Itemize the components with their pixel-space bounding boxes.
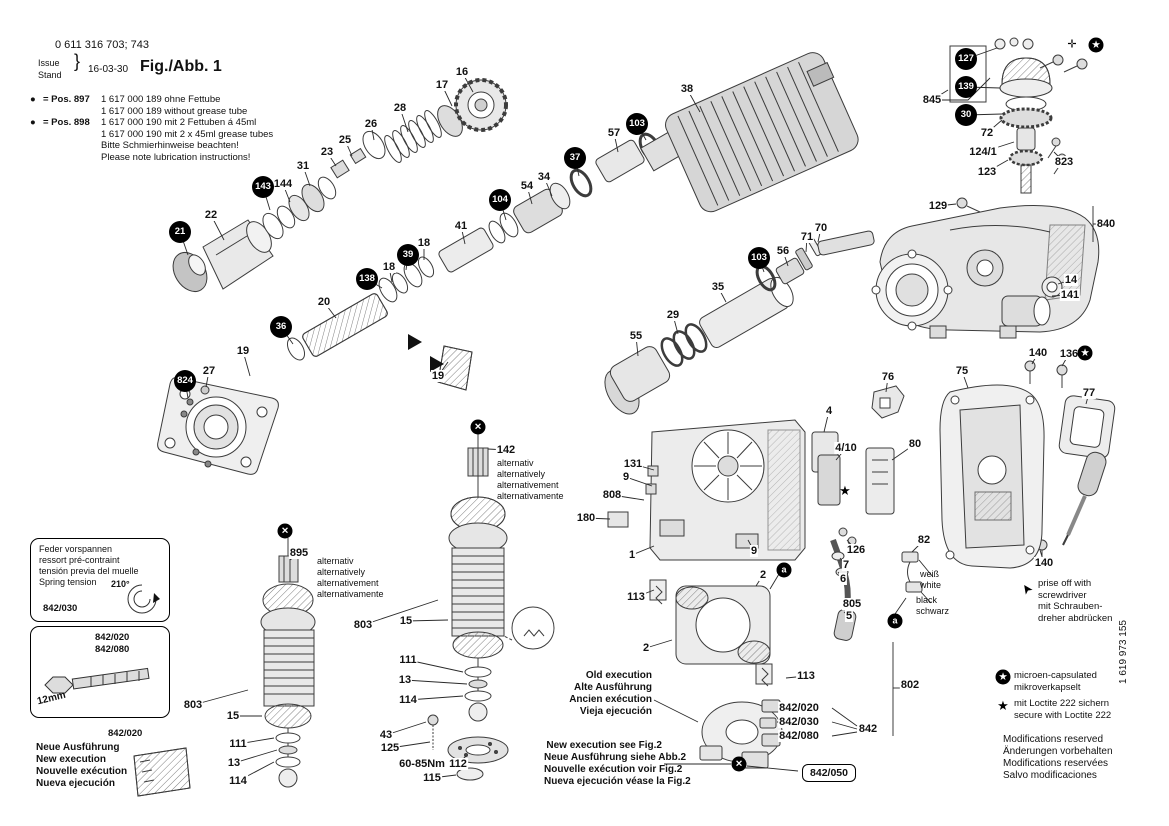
spring-note-es: tensión previa del muelle xyxy=(39,566,139,576)
tool-holder-group xyxy=(437,78,508,137)
spring-angle: 210° xyxy=(111,579,130,589)
lubrication-note-de: Bitte Schmierhinweise beachten! xyxy=(101,140,239,151)
new-execution-fig2-note: New execution see Fig.2 Neue Ausführung … xyxy=(544,740,691,787)
motor-housing-38-group xyxy=(640,52,859,213)
spring-box-ref: 842/030 xyxy=(43,603,78,614)
screwdriver-group xyxy=(1062,451,1107,546)
bolt-drawing xyxy=(44,667,150,694)
alternative-note-142: alternativ alternatively alternativement… xyxy=(497,458,564,501)
spring-note-fr: ressort pré-contraint xyxy=(39,555,120,565)
position-legend: ● = Pos. 897 1 617 000 189 ohne Fettube 1 … xyxy=(30,94,273,163)
pos-897-label: = Pos. 897 xyxy=(43,94,90,105)
pos-897-de: 1 617 000 189 ohne Fettube xyxy=(101,94,221,105)
cylinder-41-group xyxy=(438,132,662,273)
switch-parts-group xyxy=(811,431,895,546)
armature-895-group xyxy=(260,538,316,788)
modifications-note: Modifications reserved Änderungen vorbeh… xyxy=(1003,734,1113,781)
old-execution-note: Old execution Alte Ausführung Ancien exé… xyxy=(569,670,652,717)
pos-898-bullet-icon: ● xyxy=(30,117,36,128)
spring-note-de: Feder vorspannen xyxy=(39,544,113,554)
pos-898-de: 1 617 000 190 mit 2 Fettuben á 45ml xyxy=(101,117,257,128)
pos-897-bullet-icon: ● xyxy=(30,94,36,105)
side-plate-77-group xyxy=(1058,395,1116,459)
spring-28-group xyxy=(384,110,442,163)
wire-label-white: weiß white xyxy=(920,569,942,590)
order-number: 0 611 316 703; 743 xyxy=(55,39,149,51)
striker-20-group xyxy=(286,256,435,361)
hammer-tube-group xyxy=(604,230,875,415)
bracket-lines xyxy=(653,77,1100,772)
issue-stand-labels: Issue Stand xyxy=(38,58,62,81)
terminals-82-group xyxy=(901,551,923,593)
loctite-legend: mit Loctite 222 sichern secure with Loct… xyxy=(1014,698,1112,721)
flange-plate-19-group xyxy=(157,377,279,475)
wrench-ref-2: 842/080 xyxy=(95,644,130,655)
field-stator-2-group xyxy=(649,579,773,687)
spring-spiral-drawing xyxy=(127,584,160,614)
striker-cap-group xyxy=(172,130,386,293)
figure-label: Fig./Abb. 1 xyxy=(140,58,222,75)
spring-note-en: Spring tension xyxy=(39,577,97,587)
wire-label-black: black schwarz xyxy=(916,595,950,616)
armature-142-group xyxy=(427,434,555,781)
encapsulated-legend: microen-capsulated mikroverkapselt xyxy=(1014,670,1097,693)
issue-label: Issue xyxy=(38,58,60,68)
alternative-note-895: alternativ alternatively alternativement… xyxy=(317,556,384,599)
support-housing-1-group xyxy=(607,419,806,561)
wrench-ref-below: 842/020 xyxy=(108,728,143,739)
brace-glyph: } xyxy=(74,51,81,71)
pry-off-note: prise off with screwdriver mit Schrauben… xyxy=(1038,578,1113,624)
new-execution-part-group xyxy=(133,747,191,797)
new-execution-note: Neue Ausführung New execution Nouvelle e… xyxy=(36,742,128,789)
pos-898-label: = Pos. 898 xyxy=(43,117,90,128)
brush-plate-802-group xyxy=(699,699,783,769)
spring-tension-box: Feder vorspannen ressort pré-contraint t… xyxy=(30,538,170,622)
document-number: 1 619 973 155 xyxy=(1118,620,1129,684)
wrench-box: 842/020 842/080 12mm xyxy=(30,626,170,718)
lubrication-note-en: Please note lubrication instructions! xyxy=(101,151,251,163)
issue-date: 16-03-30 xyxy=(88,64,129,75)
pos-897-en: 1 617 000 189 without grease tube xyxy=(101,105,248,117)
brush-holder-76-group xyxy=(871,385,905,419)
stand-label: Stand xyxy=(38,69,62,80)
wrench-ref-1: 842/020 xyxy=(95,632,130,643)
housing-cover-75-group xyxy=(939,384,1045,569)
pos-898-en: 1 617 000 190 mit 2 x 45ml grease tubes xyxy=(101,128,274,140)
